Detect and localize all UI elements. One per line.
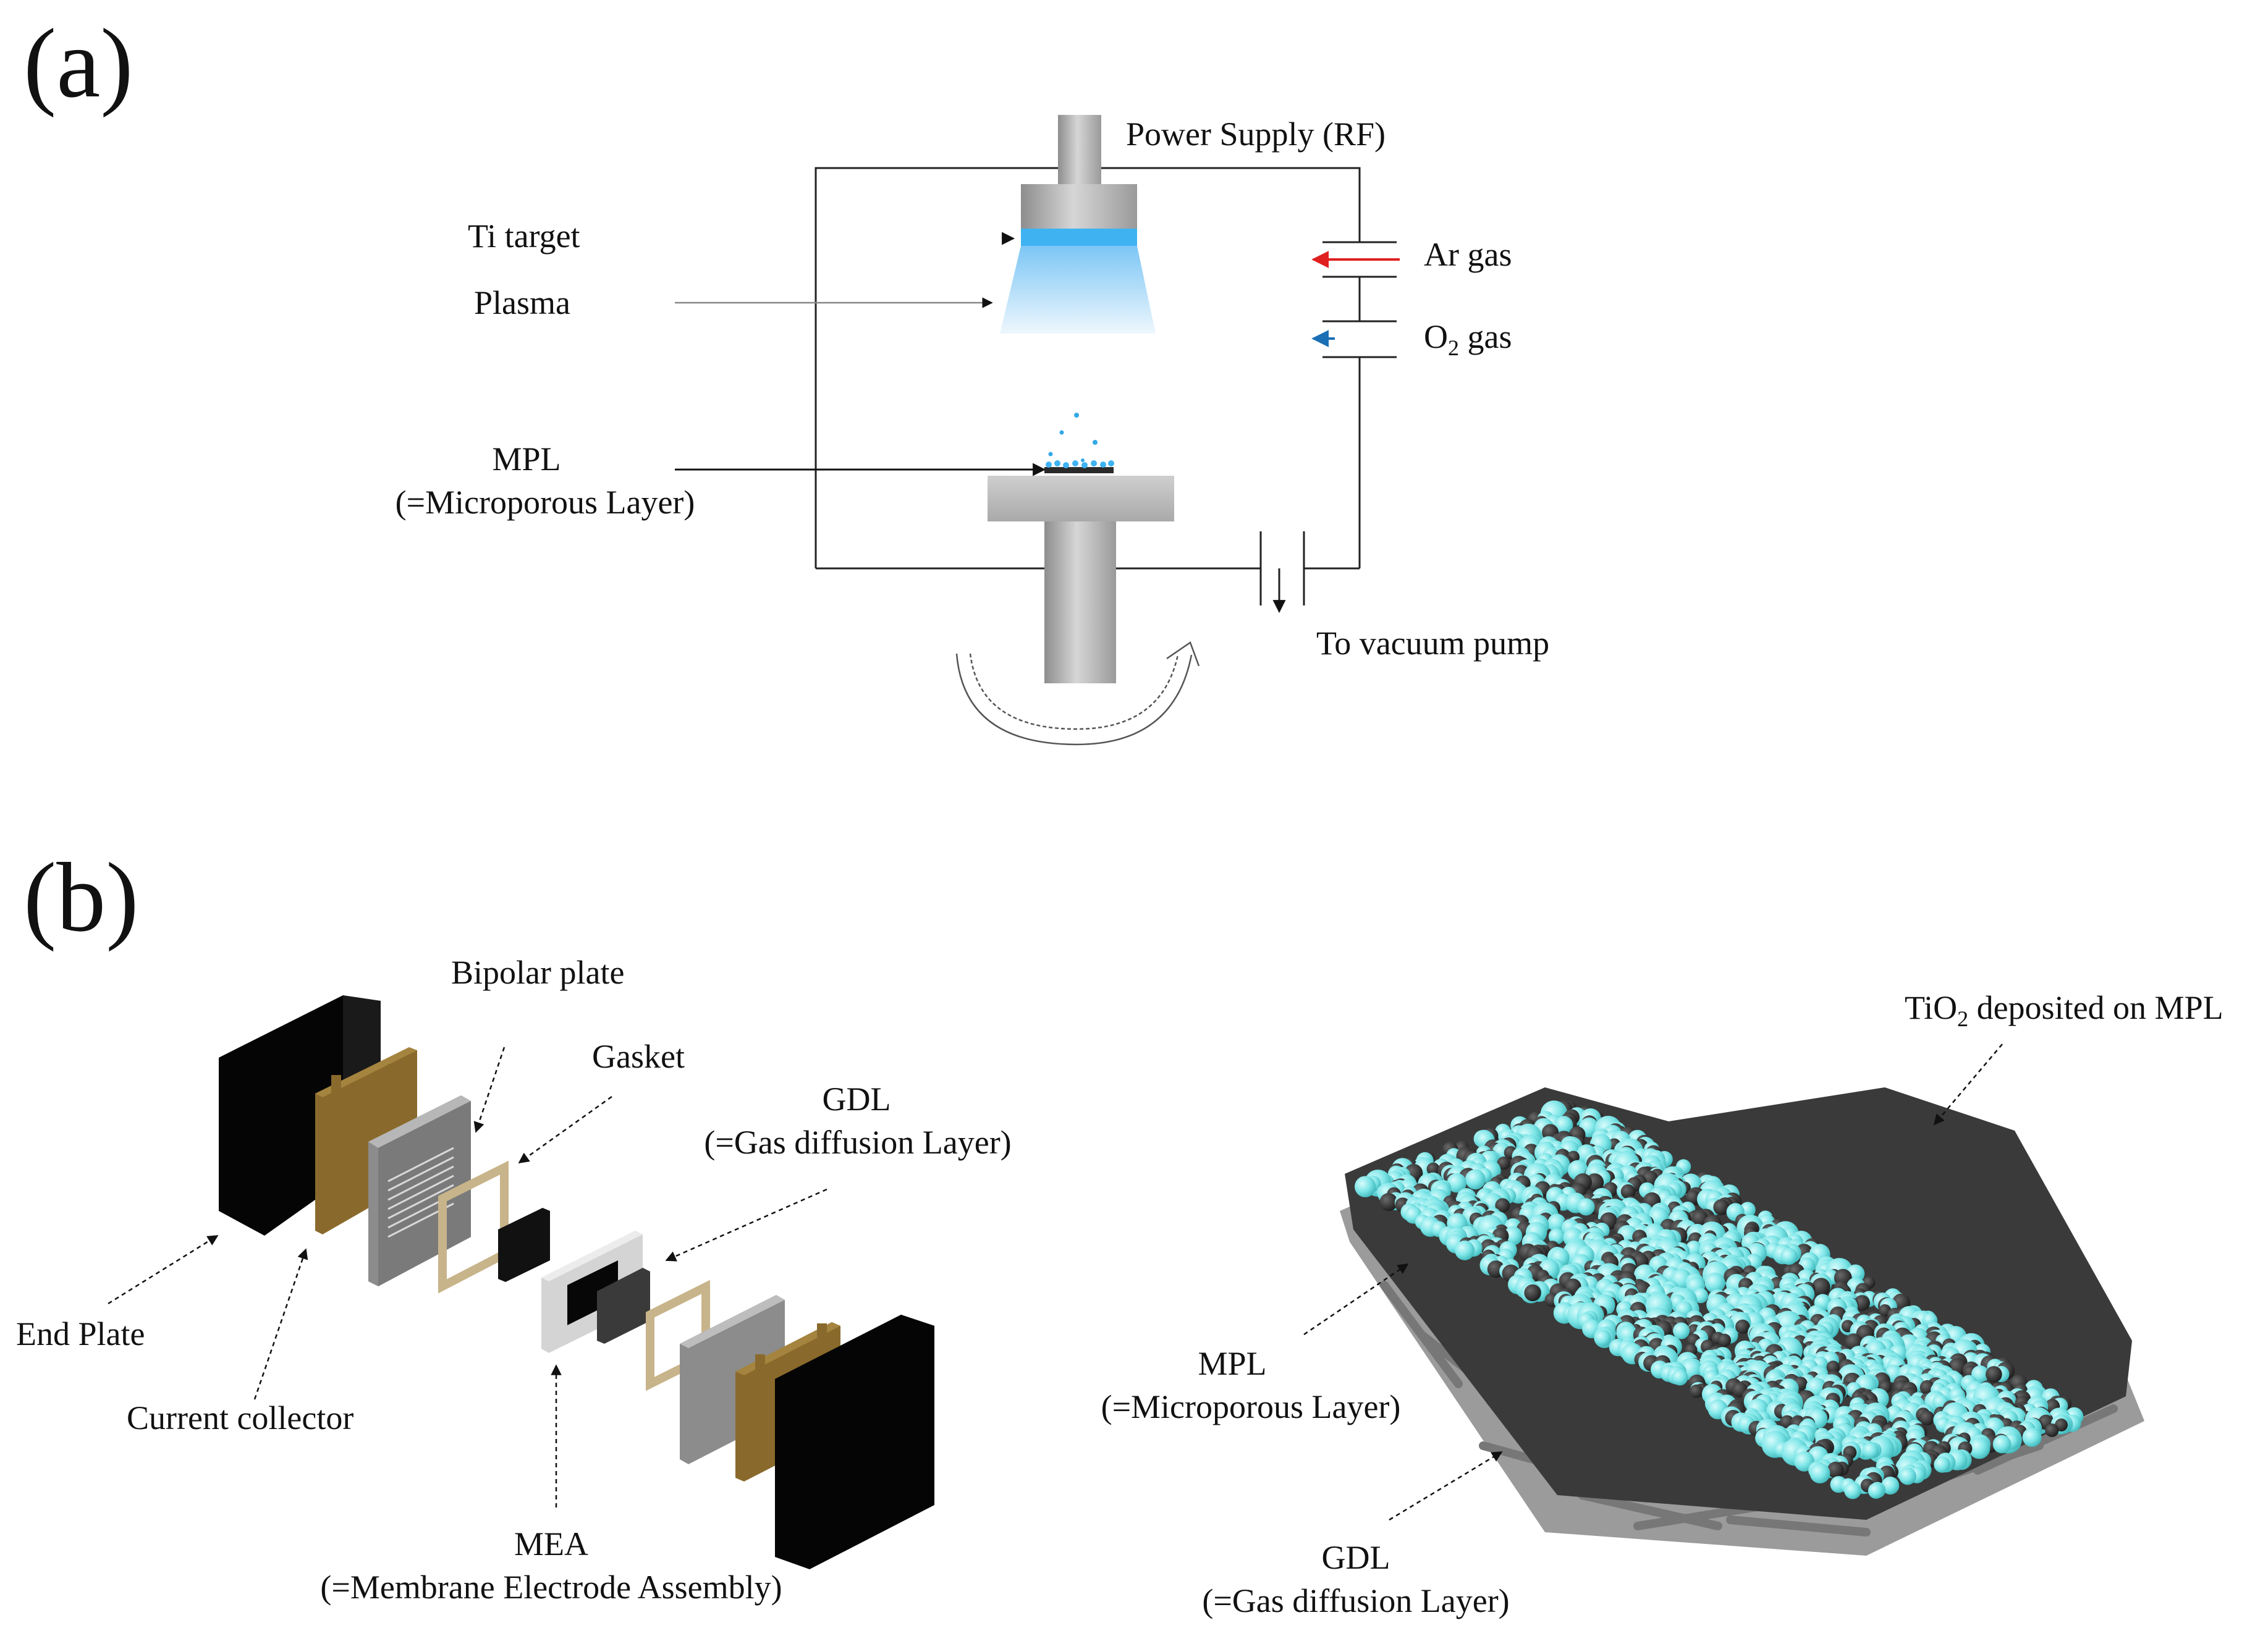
gdl-piece xyxy=(597,1268,650,1344)
tio2-sphere xyxy=(1844,1482,1861,1499)
carbon-sphere xyxy=(1379,1193,1398,1212)
carbon-sphere xyxy=(1919,1410,1935,1426)
mea-sublabel: (=Membrane Electrode Assembly) xyxy=(320,1569,782,1606)
tio2-sphere xyxy=(1868,1483,1884,1499)
tio2-sphere xyxy=(1934,1456,1950,1473)
carbon-sphere xyxy=(1735,1319,1750,1335)
sputtering-apparatus xyxy=(675,115,1400,746)
panel-a-tag: (a) xyxy=(23,8,133,118)
carbon-sphere xyxy=(1713,1199,1730,1215)
mea-label: MEA xyxy=(514,1525,588,1562)
tio2-sphere xyxy=(1704,1272,1725,1293)
ground-capacitor-symbol xyxy=(1259,531,1305,614)
carbon-sphere xyxy=(2045,1423,2059,1437)
ar-gas-label: Ar gas xyxy=(1424,236,1512,273)
tio2-sphere xyxy=(1455,1240,1475,1260)
tio2-sphere xyxy=(1355,1176,1376,1197)
carbon-sphere xyxy=(1497,1157,1510,1170)
carbon-sphere xyxy=(1827,1461,1844,1478)
slab-leader-lines xyxy=(1303,1044,2003,1521)
tio2-sphere xyxy=(1968,1437,1991,1459)
carbon-sphere xyxy=(1854,1295,1871,1311)
power-supply-label: Power Supply (RF) xyxy=(1126,116,1386,153)
tio2-mpl-gdl-slab xyxy=(1303,1044,2144,1556)
fuel-cell-exploded-stack xyxy=(108,995,934,1569)
carbon-sphere xyxy=(1524,1284,1541,1302)
sputtered-particles xyxy=(1048,413,1098,462)
tio2-sphere xyxy=(1809,1463,1830,1484)
carbon-sphere xyxy=(1717,1333,1732,1347)
mea-frame xyxy=(541,1231,643,1353)
tio2-sphere xyxy=(1547,1213,1566,1233)
tio2-sphere xyxy=(1465,1169,1486,1190)
stage-shaft xyxy=(1044,521,1116,683)
carbon-sphere xyxy=(1426,1162,1440,1176)
gdl-label: GDL xyxy=(822,1081,891,1118)
rotation-arrow xyxy=(955,641,1200,746)
tio2-suffix: deposited on MPL xyxy=(1968,989,2224,1026)
o2-formula: O xyxy=(1424,318,1448,355)
membrane xyxy=(498,1208,550,1282)
carbon-sphere xyxy=(1826,1360,1840,1374)
tio2-sphere xyxy=(1673,1322,1690,1339)
tio2-sphere xyxy=(1594,1330,1611,1347)
tio2-sphere xyxy=(1548,1228,1565,1245)
o2-gas-label: O2 gas xyxy=(1424,320,1512,359)
end-plate-label: End Plate xyxy=(16,1315,145,1352)
tio2-sphere xyxy=(1898,1467,1916,1485)
carbon-sphere xyxy=(1686,1190,1701,1205)
plasma-label: Plasma xyxy=(474,284,570,321)
tio2-formula: TiO xyxy=(1905,989,1958,1026)
tio2-sphere xyxy=(1577,1198,1595,1216)
mpl-sublabel-b: (=Microporous Layer) xyxy=(1101,1388,1401,1425)
tio2-subscript: 2 xyxy=(1957,1006,1969,1031)
mpl-sublabel-a: (=Microporous Layer) xyxy=(395,484,695,521)
tio2-sphere xyxy=(1992,1435,2012,1454)
tio2-sphere xyxy=(1447,1173,1467,1193)
gdl2-sublabel: (=Gas diffusion Layer) xyxy=(1202,1582,1510,1619)
panel-b-tag: (b) xyxy=(23,842,139,952)
tio2-label: TiO2 deposited on MPL xyxy=(1905,991,2224,1030)
substrate-stage xyxy=(988,476,1174,521)
carbon-sphere xyxy=(1986,1366,2002,1383)
ti-target xyxy=(1021,229,1137,246)
vacuum-pump-label: To vacuum pump xyxy=(1316,625,1550,662)
tio2-sphere xyxy=(2022,1427,2042,1447)
cathode-shaft xyxy=(1058,115,1101,184)
tio2-sphere xyxy=(1672,1369,1688,1386)
o2-subscript: 2 xyxy=(1448,335,1459,360)
gasket-label: Gasket xyxy=(592,1038,685,1075)
carbon-sphere xyxy=(1811,1278,1830,1297)
mpl-label-a: MPL xyxy=(492,441,561,478)
tio2-sphere xyxy=(1881,1477,1900,1495)
stack-leader-lines xyxy=(108,1047,827,1507)
end-plate-right xyxy=(775,1315,934,1569)
carbon-sphere xyxy=(1495,1198,1510,1213)
tio2-sphere xyxy=(1554,1116,1573,1134)
rf-capacitor-symbol xyxy=(1322,241,1397,358)
o2-suffix: gas xyxy=(1459,318,1512,355)
carbon-sphere xyxy=(1690,1384,1704,1398)
gdl2-label: GDL xyxy=(1321,1539,1390,1576)
carbon-sphere xyxy=(1620,1184,1636,1199)
tio2-sphere xyxy=(1780,1247,1798,1265)
plasma-cone xyxy=(1000,246,1156,334)
ti-target-label: Ti target xyxy=(468,217,580,255)
mpl-label-b: MPL xyxy=(1198,1345,1267,1382)
gdl-sublabel: (=Gas diffusion Layer) xyxy=(704,1124,1012,1161)
bipolar-plate-label: Bipolar plate xyxy=(451,954,625,991)
mpl-sample xyxy=(1044,460,1114,473)
tio2-particles xyxy=(1355,1100,2084,1499)
tio2-sphere xyxy=(1685,1241,1702,1257)
cathode-housing xyxy=(1021,184,1137,229)
tio2-sphere xyxy=(1863,1442,1879,1459)
current-collector-label: Current collector xyxy=(127,1399,354,1436)
